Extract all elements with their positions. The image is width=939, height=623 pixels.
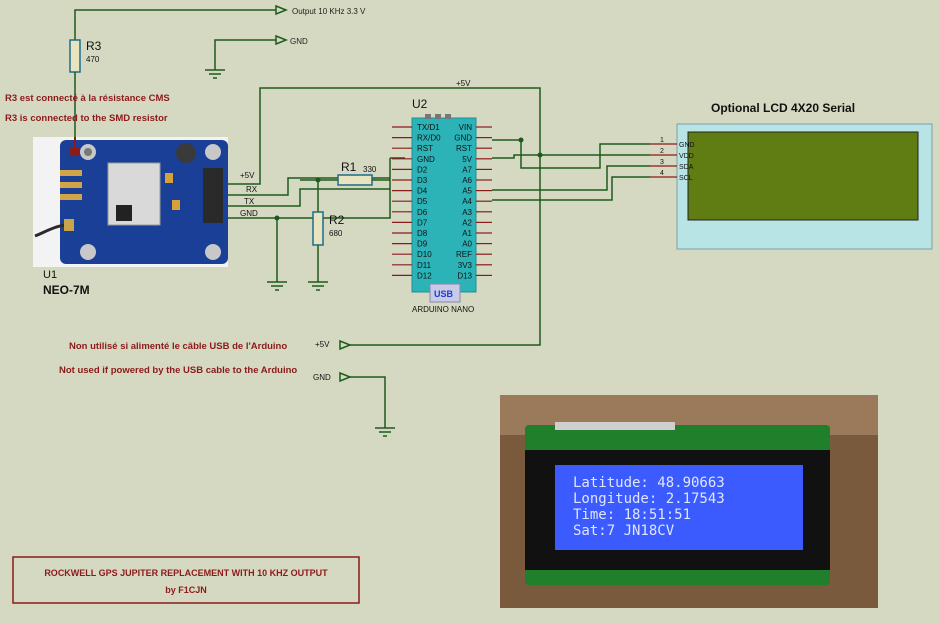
nano-right-pin-label: A0	[462, 240, 472, 249]
junction-gnd	[274, 215, 280, 221]
gnd-top-label: GND	[290, 37, 308, 46]
nano-right-pin-label: REF	[456, 250, 472, 259]
nano-left-pin-label: D9	[417, 240, 428, 249]
lcd-pin-number: 2	[660, 148, 664, 155]
nano-left-pin-label: D3	[417, 176, 428, 185]
nano-right-pin-label: RST	[456, 144, 472, 153]
r2-ref: R2	[329, 213, 345, 227]
gps-tx-label: TX	[244, 197, 255, 206]
lcd-pin-name: SDA	[679, 164, 694, 171]
nano-left-pin-label: D11	[417, 261, 432, 270]
lcd-photo-line: Sat:7 JN18CV	[573, 523, 675, 539]
lcd-photo-line: Longitude: 2.17543	[573, 491, 725, 507]
output-label: Output 10 KHz 3.3 V	[292, 7, 366, 16]
lcd-pin-number: 3	[660, 159, 664, 166]
u2-name: ARDUINO NANO	[412, 305, 474, 314]
nano-left-pin-label: D10	[417, 250, 432, 259]
title-line-2: by F1CJN	[165, 585, 207, 595]
nano-left-pin-label: RST	[417, 144, 433, 153]
nano-right-pin-label: D13	[457, 271, 472, 280]
gps-wires	[228, 87, 541, 346]
nano-pins: TX/D1RX/D0RSTGNDD2D3D4D5D6D7D8D9D10D11D1…	[392, 123, 492, 280]
r3-value: 470	[86, 55, 100, 64]
gps-gnd-label: GND	[240, 209, 258, 218]
plus5v-top-label: +5V	[456, 79, 471, 88]
u1-name: NEO-7M	[43, 283, 90, 297]
gps-module-board	[33, 137, 228, 267]
nano-right-pin-label: 3V3	[458, 261, 473, 270]
nano-left-pin-label: GND	[417, 155, 435, 164]
usb-label: USB	[434, 289, 454, 299]
r1-ref: R1	[341, 160, 357, 174]
r2-value: 680	[329, 229, 343, 238]
smd-resistor-marker	[70, 148, 80, 156]
nano-right-pin-label: A7	[462, 165, 472, 174]
nano-left-pin-label: D12	[417, 271, 432, 280]
nano-right-pin-label: A5	[462, 187, 472, 196]
lcd-pin-name: VDD	[679, 153, 694, 160]
lcd-pin-number: 4	[660, 170, 664, 177]
gnd-symbol-r2	[308, 281, 328, 291]
lcd-title: Optional LCD 4X20 Serial	[711, 101, 855, 115]
lcd-screen	[687, 131, 919, 221]
u2-ref: U2	[412, 97, 428, 111]
u1-ref: U1	[43, 269, 57, 281]
note-fr-r3: R3 est connecté à la résistance CMS	[5, 93, 170, 104]
nano-left-pin-label: D2	[417, 165, 428, 174]
nano-left-pin-label: D8	[417, 229, 428, 238]
nano-left-pin-label: D5	[417, 197, 428, 206]
nano-left-pin-label: D6	[417, 208, 428, 217]
nano-left-pin-label: RX/D0	[417, 134, 441, 143]
nano-right-pin-label: A2	[462, 218, 472, 227]
gps-plus5v-label: +5V	[240, 171, 255, 180]
gnd-bottom-net	[339, 371, 395, 437]
output-net	[74, 4, 289, 40]
gnd-top-net	[205, 34, 289, 79]
r1-value: 330	[363, 165, 377, 174]
note-en-r3: R3 is connected to the SMD resistor	[5, 113, 168, 124]
nano-right-pin-label: 5V	[462, 155, 472, 164]
nano-left-pin-label: D7	[417, 218, 428, 227]
resistor-r1	[300, 174, 390, 186]
usb-connector	[429, 283, 461, 303]
lcd-photo-line: Time: 18:51:51	[573, 507, 691, 523]
i2c-wires	[492, 139, 650, 201]
resistor-r2	[312, 211, 324, 246]
nano-left-pin-label: TX/D1	[417, 123, 440, 132]
arduino-nano-body	[411, 117, 477, 293]
plus5v-bottom-label: +5V	[315, 340, 330, 349]
nano-right-pin-label: A4	[462, 197, 472, 206]
gnd-bottom-label: GND	[313, 373, 331, 382]
nano-right-pin-label: VIN	[459, 123, 473, 132]
note-fr-usb: Non utilisé si alimenté le câble USB de …	[69, 341, 287, 352]
r3-ref: R3	[86, 39, 102, 53]
nano-right-pin-label: A3	[462, 208, 472, 217]
gnd-symbol-u1	[267, 281, 287, 291]
note-en-usb: Not used if powered by the USB cable to …	[59, 365, 297, 376]
nano-right-pin-label: A1	[462, 229, 472, 238]
title-line-1: ROCKWELL GPS JUPITER REPLACEMENT WITH 10…	[44, 568, 328, 578]
plus5v-bottom-arrow	[339, 339, 353, 351]
lcd-pin-name: GND	[679, 142, 695, 149]
gps-rx-label: RX	[246, 185, 258, 194]
lcd-photo-line: Latitude: 48.90663	[573, 475, 725, 491]
nano-right-pin-label: GND	[454, 134, 472, 143]
nano-right-pin-label: A6	[462, 176, 472, 185]
lcd-pin-name: SCL	[679, 175, 693, 182]
lcd-pin-number: 1	[660, 137, 664, 144]
title-box	[12, 556, 360, 604]
nano-left-pin-label: D4	[417, 187, 428, 196]
